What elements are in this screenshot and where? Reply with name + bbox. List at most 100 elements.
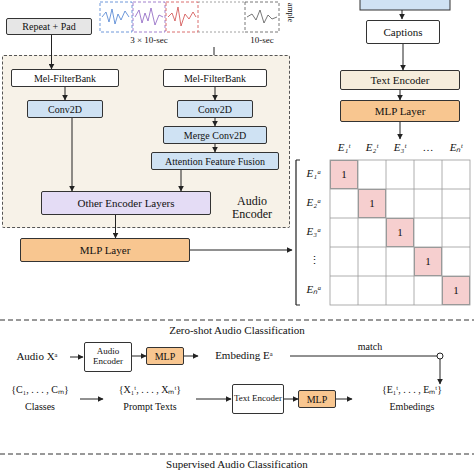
match-node <box>437 353 443 359</box>
input-label: Audio Xᵃ <box>4 350 70 363</box>
process-box: Mel-FilterBank <box>11 69 119 87</box>
waveform <box>168 7 196 26</box>
matrix-cell: 1 <box>330 160 358 189</box>
mlp-box: MLP Layer <box>20 238 190 262</box>
process-label: ample <box>285 0 294 33</box>
ellipsis: ⋮ <box>300 254 328 267</box>
match-label: match <box>345 341 395 353</box>
encoder-box: Text Encoder <box>232 384 284 414</box>
audio-embedding-label: E₁ᵃ <box>300 167 328 180</box>
flow-arrow <box>284 399 298 400</box>
text-embedding-label: E₁ᵗ <box>330 141 358 154</box>
class-set: {C₁, . . . , Cₘ} <box>0 384 80 396</box>
layer-box: Attention Feature Fusion <box>151 152 279 170</box>
matrix-arrow <box>400 122 401 139</box>
process-box: Repeat + Pad <box>6 18 92 35</box>
flow-arrow <box>184 356 198 357</box>
layer-box: Merge Conv2D <box>163 126 267 144</box>
node-text: Conv2D <box>198 104 232 115</box>
node-text: Mel-FilterBank <box>184 73 246 84</box>
text-embedding-label: Eₙᵗ <box>442 141 470 154</box>
section-title: Zero-shot Audio Classification <box>0 324 474 337</box>
matrix-cell: 1 <box>414 247 442 276</box>
matrix-cell: 1 <box>442 276 470 305</box>
text-embedding-label: E₂ᵗ <box>358 141 386 154</box>
layer-box: Conv2D <box>177 100 253 118</box>
output-label: Embeding Eᵃ <box>198 349 290 362</box>
node-text: Mel-FilterBank <box>34 73 96 84</box>
node-text: 1 <box>425 255 431 267</box>
bracket <box>296 160 300 305</box>
waveform-frame <box>245 2 279 32</box>
node-text: Merge Conv2D <box>184 130 246 141</box>
section-divider <box>0 454 474 455</box>
cropped-box <box>360 0 450 10</box>
duration-label: 3 × 10-sec <box>100 35 198 45</box>
layer-box: Conv2D <box>27 100 103 118</box>
embedding-set: {E₁ᵗ, . . . , Eₘᵗ} <box>352 384 472 396</box>
prompt-caption: Prompt Texts <box>104 401 196 413</box>
process-box: Mel-FilterBank <box>163 69 267 87</box>
ellipsis: … <box>414 141 442 154</box>
node-text: Audio Encoder <box>219 195 285 221</box>
match-line <box>440 359 441 384</box>
matrix-arrow <box>190 250 292 251</box>
waveform-group <box>100 2 279 32</box>
duration-label: 10-sec <box>240 35 284 45</box>
node-text: MLP Layer <box>80 244 131 256</box>
expand-guide <box>198 2 245 3</box>
node-text: MLP <box>155 351 176 362</box>
process-box: Captions <box>366 20 440 44</box>
layer-box: Other Encoder Layers <box>41 191 211 215</box>
node-text: Attention Feature Fusion <box>165 156 265 167</box>
flow-arrow <box>403 44 404 70</box>
class-caption: Classes <box>0 401 80 413</box>
node-text: Other Encoder Layers <box>77 197 174 209</box>
node-text: Repeat + Pad <box>22 21 75 32</box>
mlp-box: MLP Layer <box>340 100 460 122</box>
flow-arrow <box>400 90 401 100</box>
embedding-caption: Embedings <box>352 401 472 413</box>
grid-frame <box>330 160 470 305</box>
node-text: MLP Layer <box>375 105 426 117</box>
flow-arrow <box>80 399 103 400</box>
flow-arrow <box>132 356 146 357</box>
node-text: Text Encoder <box>371 74 430 86</box>
flow-arrow <box>70 357 83 358</box>
grid-lines <box>330 160 470 305</box>
node-text: Audio Encoder <box>85 347 131 367</box>
waveform-frame <box>166 2 198 32</box>
audio-embedding-label: E₂ᵃ <box>300 196 328 209</box>
encoder-box: Text Encoder <box>340 70 460 90</box>
waveform <box>102 9 129 24</box>
encoder-box: Audio Encoder <box>84 342 132 372</box>
section-divider <box>0 320 474 321</box>
node-text: 1 <box>453 284 459 296</box>
matrix-cell: 1 <box>386 218 414 247</box>
mlp-box: MLP <box>298 390 336 408</box>
input-arrow <box>402 10 403 19</box>
node-text: 1 <box>397 226 403 238</box>
expand-guide <box>198 32 245 33</box>
text-embedding-label: E₃ᵗ <box>386 141 414 154</box>
audio-embedding-label: Eₙᵃ <box>300 283 328 296</box>
node-text: 1 <box>369 197 375 209</box>
waveform-frame <box>133 2 165 32</box>
waveform <box>135 8 163 25</box>
match-line <box>290 356 437 357</box>
waveform <box>247 10 277 23</box>
node-text: MLP <box>307 394 328 405</box>
similarity-matrix-grid <box>296 160 470 305</box>
node-text: 1 <box>341 168 347 180</box>
node-text: Captions <box>383 26 422 38</box>
audio-embedding-label: E₃ᵃ <box>300 225 328 238</box>
prompt-set: {X₁ᵗ, . . . , Xₘᵗ} <box>104 384 196 396</box>
section-title: Supervised Audio Classification <box>0 458 474 471</box>
matrix-cell: 1 <box>358 189 386 218</box>
waveform-frame <box>100 2 132 32</box>
flow-arrow <box>196 399 231 400</box>
node-text: Text Encoder <box>234 394 282 404</box>
node-text: Conv2D <box>48 104 82 115</box>
encoder-band: Audio Encoder Mel-FilterBankConv2D Mel-Fil… <box>2 55 290 228</box>
